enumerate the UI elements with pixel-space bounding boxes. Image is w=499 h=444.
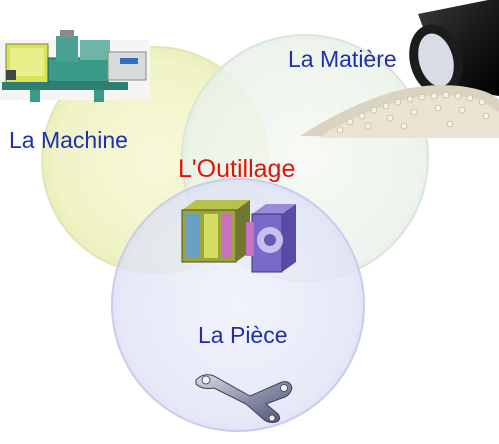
molded-part-image: [195, 374, 293, 423]
label-matiere: La Matière: [288, 46, 397, 72]
circle-piece: [111, 178, 365, 432]
label-piece: La Pièce: [198, 322, 288, 348]
pipe-and-plastic-pellets-image: [300, 0, 499, 138]
mold-tooling-image: [181, 200, 296, 273]
injection-molding-machine-image: [0, 30, 150, 102]
label-outillage: L'Outillage: [178, 155, 296, 183]
label-machine: La Machine: [9, 127, 128, 153]
